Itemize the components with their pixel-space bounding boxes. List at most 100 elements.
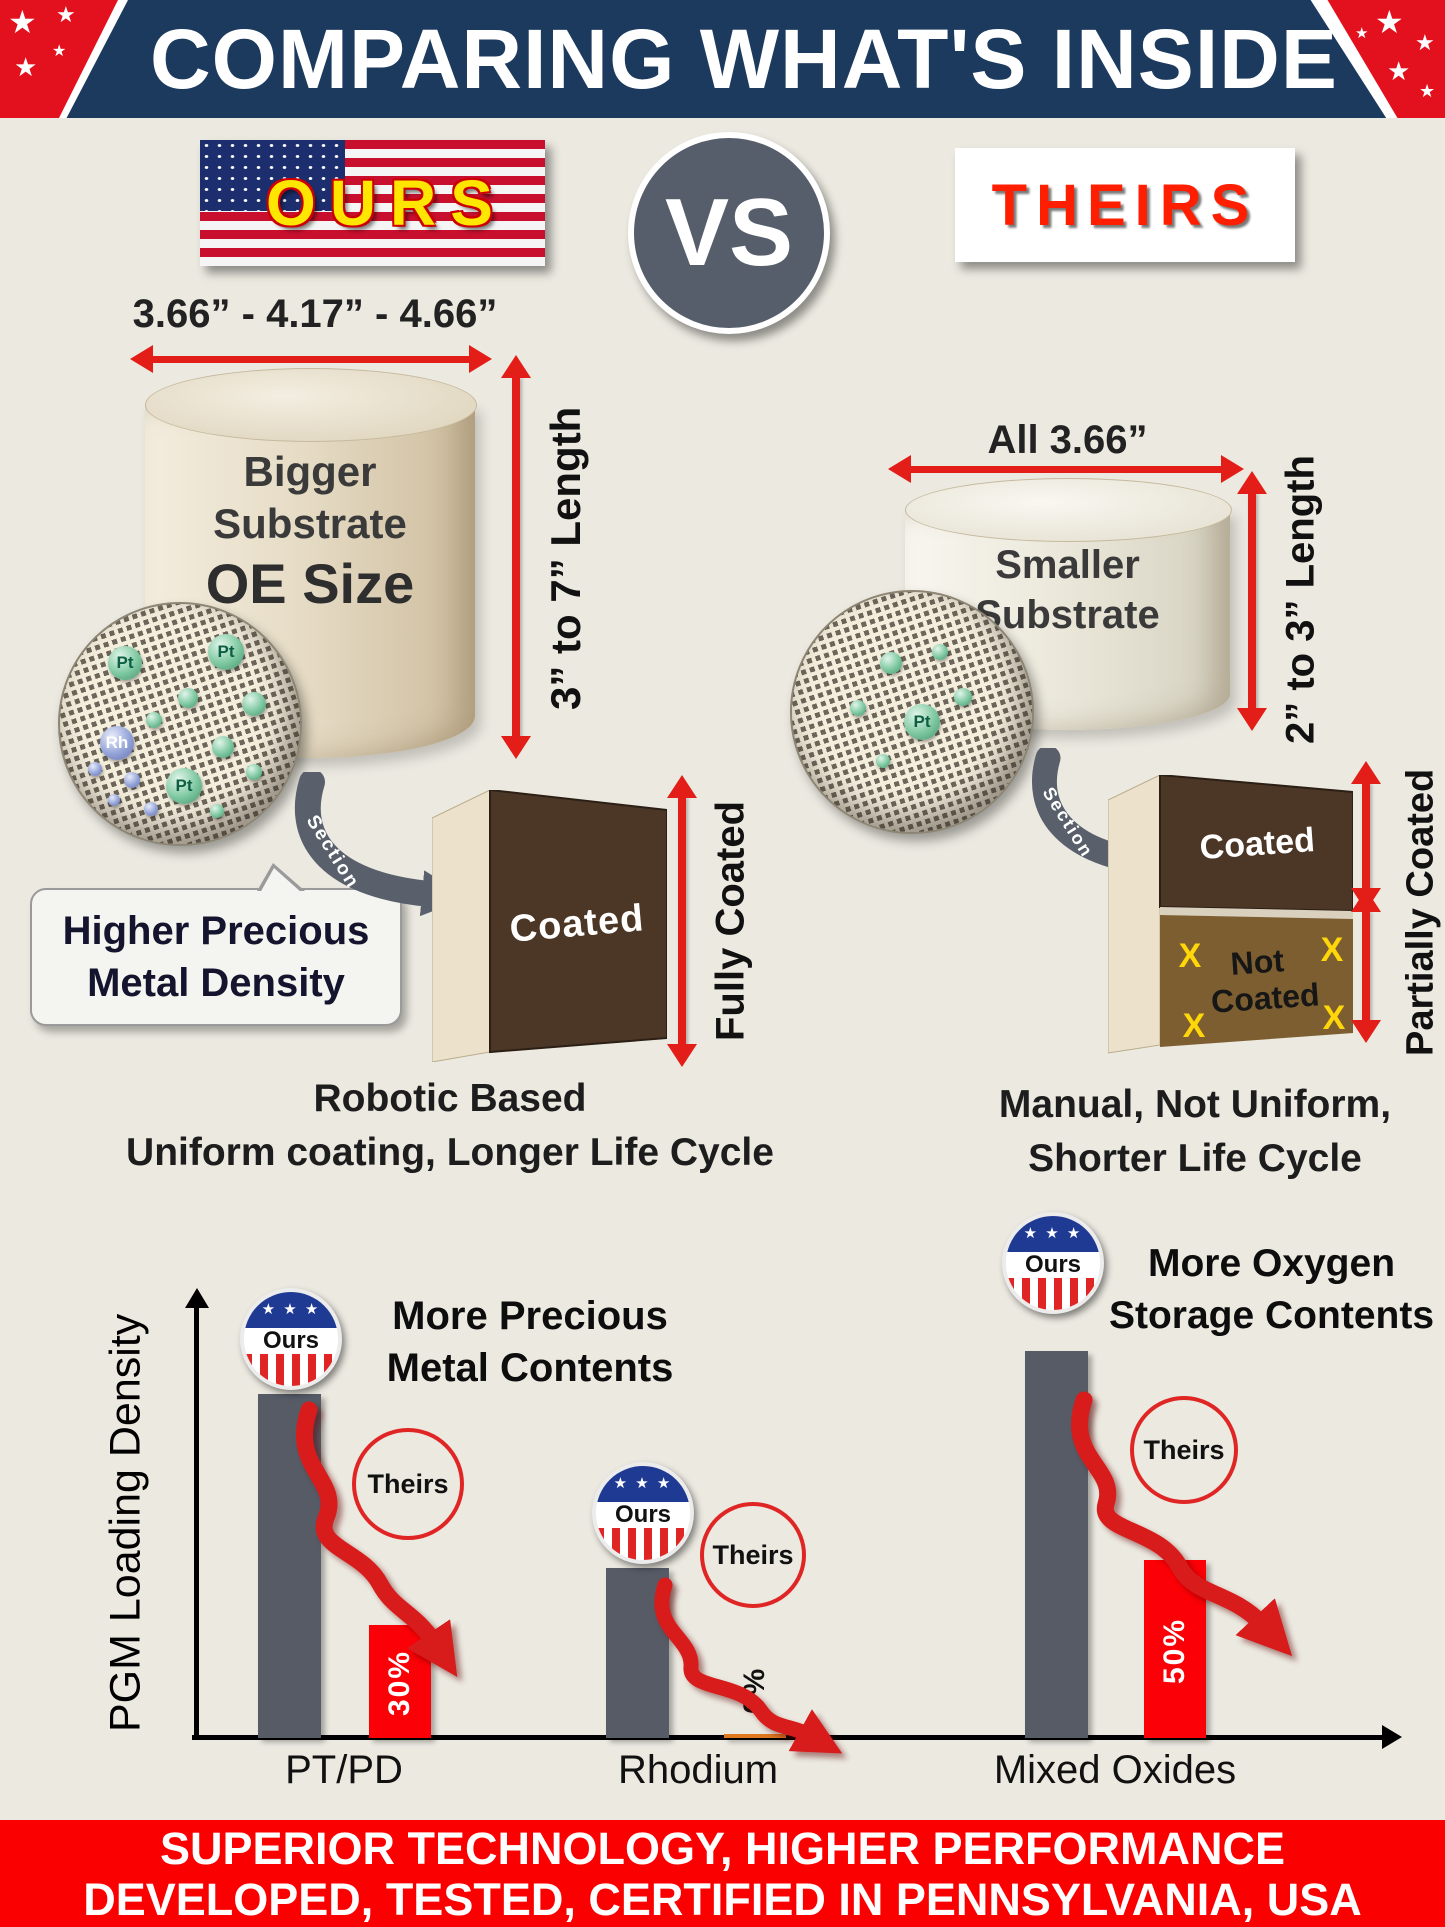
particle <box>876 754 890 768</box>
ours-length-arrow <box>501 355 531 759</box>
ours-label: OURS <box>266 167 507 239</box>
substrate-line: Bigger <box>243 448 377 495</box>
ours-caption-line: Uniform coating, Longer Life Cycle <box>126 1131 774 1174</box>
star-icon: ★ <box>52 43 67 60</box>
annotation-line: More Precious <box>392 1294 668 1338</box>
particle <box>146 712 162 728</box>
ours-caption: Robotic Based Uniform coating, Longer Li… <box>105 1072 795 1180</box>
particle <box>178 688 198 708</box>
star-icon: ★ <box>8 4 37 40</box>
vs-badge: VS <box>628 132 830 334</box>
particle <box>144 802 158 816</box>
particle <box>954 688 972 706</box>
x-tick-rhodium: Rhodium <box>617 1748 779 1792</box>
ours-caption-line: Robotic Based <box>313 1077 587 1120</box>
ours-pin-rhodium: ★ ★ ★ Ours <box>592 1462 694 1564</box>
fully-coated-label: Fully Coated <box>708 800 753 1042</box>
particle <box>242 692 266 716</box>
not-coated-line: Not <box>1229 942 1285 982</box>
trend-arrow-ptpd <box>295 1401 458 1677</box>
ours-substrate-text: Bigger Substrate OE Size <box>145 446 475 612</box>
pin-stars: ★ ★ ★ <box>244 1292 338 1328</box>
ours-flag-badge: OURS <box>200 140 545 266</box>
header-banner <box>0 0 1445 118</box>
ours-length-label: 3” to 7” Length <box>542 406 589 710</box>
pin-stars: ★ ★ ★ <box>596 1466 690 1502</box>
annotation-line: More Oxygen <box>1147 1242 1396 1285</box>
pin-ours-label: Ours <box>244 1327 338 1355</box>
ours-pin-ptpd: ★ ★ ★ Ours <box>240 1288 342 1390</box>
partially-coated-label: Partially Coated <box>1399 768 1442 1056</box>
star-icon: ★ <box>1355 25 1369 42</box>
ours-diameter-label: 3.66” - 4.17” - 4.66” <box>132 292 498 336</box>
star-icon: ★ <box>1375 4 1404 40</box>
pt-particle: Pt <box>208 634 244 670</box>
particle <box>932 644 948 660</box>
pin-ours-label: Ours <box>1006 1251 1100 1279</box>
ours-coated-block: Coated <box>432 790 667 1062</box>
x-tick-ptpd: PT/PD <box>285 1748 403 1792</box>
theirs-pin-rhodium: Theirs <box>700 1502 806 1608</box>
particle <box>88 762 102 776</box>
theirs-coated-block: Coated Not Coated X X X X <box>1108 775 1353 1054</box>
pin-stripes <box>244 1354 338 1386</box>
pt-particle: Pt <box>108 646 142 680</box>
theirs-pin-mixed: Theirs <box>1130 1396 1238 1504</box>
theirs-diameter-label: All 3.66” <box>987 418 1148 462</box>
pin-stripes <box>1006 1278 1100 1310</box>
page-title: COMPARING WHAT'S INSIDE <box>150 12 1338 106</box>
annotation-line: Storage Contents <box>1108 1294 1435 1337</box>
cylinder-top <box>905 478 1232 542</box>
substrate-line: Substrate <box>975 593 1160 637</box>
particle <box>210 804 224 818</box>
coated-portion-arrow <box>1351 761 1381 911</box>
pin-stars: ★ ★ ★ <box>1006 1216 1100 1252</box>
pt-particle: Pt <box>166 768 202 804</box>
particle <box>880 652 902 674</box>
star-icon: ★ <box>1415 30 1435 55</box>
ours-substrate-magnifier: Pt Pt Rh Pt <box>58 602 302 846</box>
particle <box>212 736 234 758</box>
substrate-line: Substrate <box>213 500 407 547</box>
particle <box>850 700 866 716</box>
pt-particle: Pt <box>904 704 940 740</box>
annotation-oxygen-storage: More Oxygen Storage Contents <box>1098 1238 1445 1342</box>
trend-arrow-mixed <box>1071 1391 1293 1657</box>
footer-banner: SUPERIOR TECHNOLOGY, HIGHER PERFORMANCE … <box>0 1820 1445 1927</box>
annotation-line: Metal Contents <box>386 1346 674 1390</box>
x-axis-arrowhead <box>1382 1725 1402 1749</box>
fully-coated-arrow <box>667 775 697 1067</box>
flag-canton <box>200 140 345 211</box>
callout-line: Metal Density <box>87 961 345 1005</box>
rh-particle: Rh <box>100 726 134 760</box>
footer-line: DEVELOPED, TESTED, CERTIFIED IN PENNSYLV… <box>83 1874 1362 1925</box>
callout-line: Higher Precious <box>62 909 370 953</box>
cylinder-top <box>145 368 477 442</box>
particle <box>124 772 140 788</box>
x-tick-mixed-oxides: Mixed Oxides <box>993 1748 1237 1792</box>
not-coated-line: Coated <box>1210 976 1321 1019</box>
y-axis-arrowhead <box>185 1288 209 1308</box>
theirs-substrate-text: Smaller Substrate <box>905 540 1230 640</box>
footer-line: SUPERIOR TECHNOLOGY, HIGHER PERFORMANCE <box>159 1823 1286 1874</box>
theirs-substrate-magnifier: Pt <box>790 590 1034 834</box>
pin-stripes <box>596 1528 690 1560</box>
star-icon: ★ <box>1387 56 1411 86</box>
x-mark: X <box>1179 937 1202 975</box>
particle <box>246 764 262 780</box>
x-mark: X <box>1183 1007 1206 1045</box>
x-mark: X <box>1323 999 1346 1037</box>
theirs-badge: THEIRS <box>955 148 1295 262</box>
theirs-pin-ptpd: Theirs <box>352 1428 464 1540</box>
star-icon: ★ <box>14 52 38 82</box>
particle <box>108 794 120 806</box>
theirs-caption-line: Shorter Life Cycle <box>1028 1137 1362 1180</box>
ours-section-arrow: Section <box>294 772 462 917</box>
ours-pin-mixed: ★ ★ ★ Ours <box>1002 1212 1104 1314</box>
precious-metal-callout: Higher Precious Metal Density <box>30 863 402 1026</box>
chart-y-axis <box>194 1306 199 1738</box>
bar-theirs-rhodium <box>724 1734 786 1738</box>
theirs-diameter-arrow <box>888 455 1244 483</box>
theirs-caption: Manual, Not Uniform, Shorter Life Cycle <box>960 1078 1430 1186</box>
